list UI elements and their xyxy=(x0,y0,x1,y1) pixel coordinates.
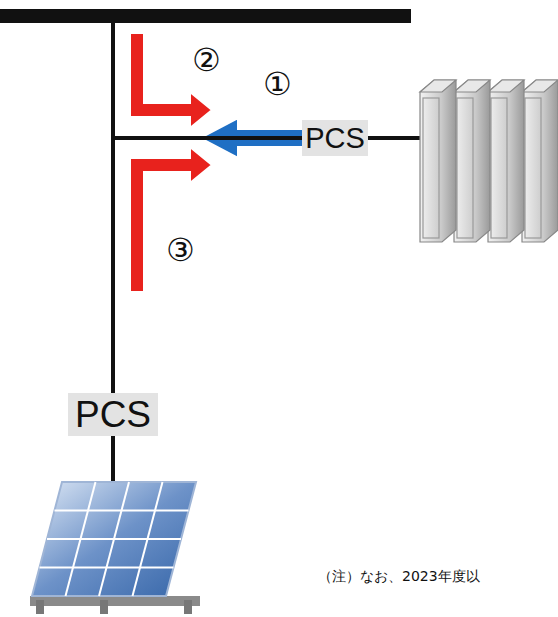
solar-panel xyxy=(30,482,200,614)
wire-connector xyxy=(113,138,302,393)
wire xyxy=(362,136,420,140)
pcs-label: PCS xyxy=(305,124,365,153)
pcs-label: PCS xyxy=(75,396,151,433)
pcs-box: PCS xyxy=(302,120,368,156)
bus-bar xyxy=(0,9,411,23)
battery-racks xyxy=(420,80,558,242)
flow-arrows xyxy=(130,33,303,292)
note-text: （注）なお、2023年度以 xyxy=(318,569,480,583)
callout-number: ① xyxy=(263,68,292,100)
callout-number: ③ xyxy=(166,234,195,266)
callout-number: ② xyxy=(192,44,221,76)
wire xyxy=(111,22,115,138)
pcs-box: PCS xyxy=(68,393,158,436)
wire xyxy=(111,434,115,488)
